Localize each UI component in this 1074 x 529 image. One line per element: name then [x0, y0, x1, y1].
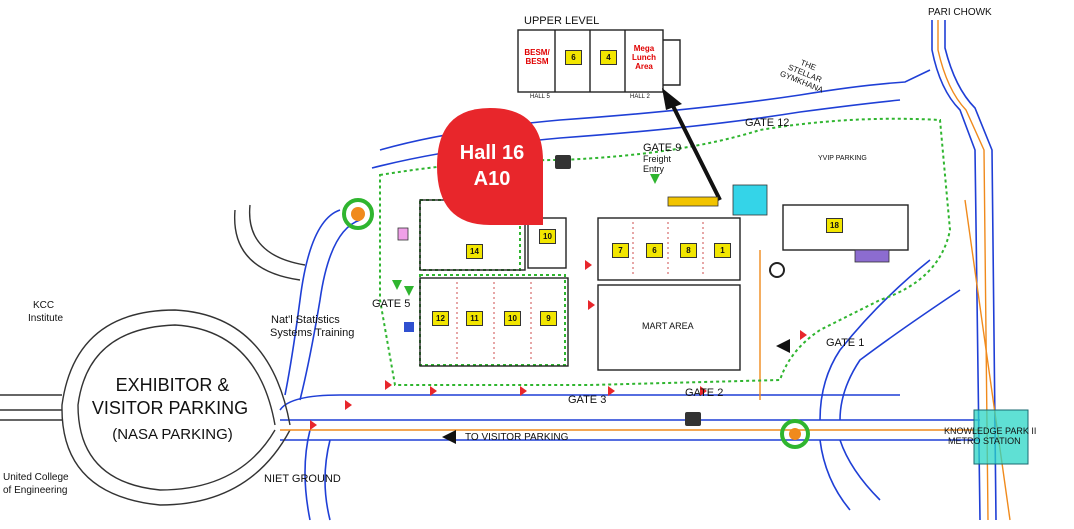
- upper-hall-besm: BESM/ BESM: [524, 48, 550, 66]
- metro-station-label: METRO STATION: [948, 436, 1021, 446]
- hall-2-label: HALL 2: [630, 94, 650, 100]
- upper-hall-6: 6: [565, 50, 582, 65]
- hall-label: Hall 16: [459, 142, 525, 164]
- mart-area-label: MART AREA: [642, 321, 694, 331]
- systems-training-label: Systems Training: [270, 327, 355, 339]
- kcc-institute-label: Institute: [28, 313, 64, 324]
- kcc-label: KCC: [33, 300, 55, 311]
- gate-2-label: GATE 2: [685, 387, 724, 399]
- hall-12-tag: 12: [432, 311, 449, 326]
- upper-hall-4: 4: [600, 50, 617, 65]
- gate-9-freight-label: Freight: [643, 154, 672, 164]
- upper-hall-mega-lunch: Mega Lunch Area: [632, 44, 656, 71]
- hall-10-upper-tag: 10: [539, 229, 556, 244]
- niet-ground-label: NIET GROUND: [264, 473, 341, 485]
- parking-title-line3: (NASA PARKING): [112, 426, 233, 443]
- parking-title-line2: VISITOR PARKING: [91, 398, 249, 418]
- gate-9-entry-label: Entry: [643, 164, 665, 174]
- hall-14-tag: 14: [466, 244, 483, 259]
- natl-statistics-label: Nat'l Statistics: [271, 314, 340, 326]
- hall-8-tag: 8: [680, 243, 697, 258]
- united-college-label: United College: [3, 472, 69, 483]
- gate-9-label: GATE 9: [643, 142, 682, 154]
- knowledge-park-label: KNOWLEDGE PARK II: [944, 426, 1037, 436]
- booth-label: A10: [473, 168, 511, 190]
- gate-5-label: GATE 5: [372, 298, 411, 310]
- upper-level-label: UPPER LEVEL: [524, 15, 600, 27]
- to-visitor-parking-label: TO VISITOR PARKING: [465, 432, 569, 443]
- gate-12-label: GATE 12: [745, 117, 790, 129]
- hall-11-tag: 11: [466, 311, 483, 326]
- yvip-parking-label: YVIP PARKING: [818, 155, 867, 162]
- hall-location-label: Hall 16 A10: [437, 140, 547, 192]
- hall-1-tag: 1: [714, 243, 731, 258]
- hall-6-tag: 6: [646, 243, 663, 258]
- hall-5-label: HALL 5: [530, 94, 550, 100]
- hall-location-marker: [437, 108, 543, 225]
- pari-chowk-label: PARI CHOWK: [928, 7, 992, 18]
- hall-10-tag: 10: [504, 311, 521, 326]
- hall-7-tag: 7: [612, 243, 629, 258]
- hall-9-tag: 9: [540, 311, 557, 326]
- parking-title-line1: EXHIBITOR &: [115, 375, 230, 395]
- engineering-label: of Engineering: [3, 485, 68, 496]
- gate-3-label: GATE 3: [568, 394, 607, 406]
- hall-18-tag: 18: [826, 218, 843, 233]
- gate-1-label: GATE 1: [826, 337, 865, 349]
